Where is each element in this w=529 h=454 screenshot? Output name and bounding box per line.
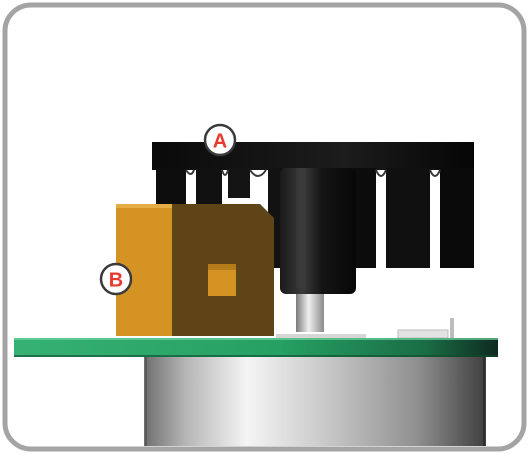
motor-body [144, 356, 486, 446]
callout-a: A [203, 123, 237, 157]
callout-a-label: A [213, 131, 227, 153]
callout-b: B [99, 262, 133, 296]
connector [116, 204, 274, 336]
motor-shaft [276, 292, 366, 342]
pcb-board [14, 338, 498, 357]
callout-b-label: B [109, 270, 123, 292]
